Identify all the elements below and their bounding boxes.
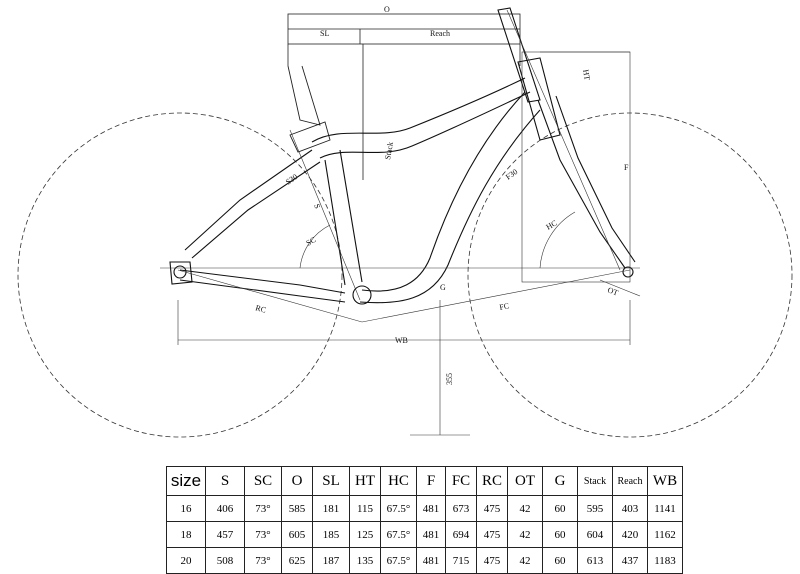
cell: 115 bbox=[349, 495, 381, 522]
cell: 475 bbox=[476, 495, 508, 522]
cell: 420 bbox=[612, 521, 648, 548]
label-rc: RC bbox=[254, 303, 267, 314]
label-ht: HT bbox=[581, 69, 592, 81]
cell: 585 bbox=[281, 495, 313, 522]
label-fc: FC bbox=[499, 301, 510, 312]
label-sc: SC bbox=[305, 235, 318, 248]
label-reach: Reach bbox=[430, 29, 450, 38]
header-rc: RC bbox=[476, 466, 508, 496]
label-hc: HC bbox=[545, 218, 559, 231]
cell: 475 bbox=[476, 521, 508, 548]
label-s: S bbox=[312, 203, 322, 210]
cell: 185 bbox=[312, 521, 350, 548]
cell: 604 bbox=[577, 521, 613, 548]
cell: 457 bbox=[205, 521, 245, 548]
cell: 60 bbox=[542, 495, 578, 522]
header-g: G bbox=[542, 466, 578, 496]
cell: 694 bbox=[445, 521, 477, 548]
header-wb: WB bbox=[647, 466, 683, 496]
cell: 125 bbox=[349, 521, 381, 548]
header-sc: SC bbox=[244, 466, 282, 496]
cell: 1141 bbox=[647, 495, 683, 522]
cell: 406 bbox=[205, 495, 245, 522]
frame-diagram-svg: O SL Reach HT Stack F F30 HC SC S S30 RC… bbox=[17, 5, 793, 438]
cell: 42 bbox=[507, 521, 543, 548]
frame-geometry-drawing: O SL Reach HT Stack F F30 HC SC S S30 RC… bbox=[17, 5, 793, 438]
geometry-table: size S SC O SL HT HC F FC RC OT G Stack … bbox=[166, 466, 683, 574]
cell: 1183 bbox=[647, 547, 683, 574]
label-ot: OT bbox=[606, 285, 619, 297]
cell: 73° bbox=[244, 495, 282, 522]
cell: 481 bbox=[416, 521, 446, 548]
cell: 20 bbox=[166, 547, 206, 574]
header-hc: HC bbox=[380, 466, 417, 496]
cell: 403 bbox=[612, 495, 648, 522]
rear-wheel bbox=[17, 112, 343, 438]
label-drop: 355 bbox=[445, 373, 454, 385]
top-dimension-box bbox=[287, 13, 521, 180]
cell: 187 bbox=[312, 547, 350, 574]
cell: 437 bbox=[612, 547, 648, 574]
cell: 42 bbox=[507, 495, 543, 522]
header-f: F bbox=[416, 466, 446, 496]
cell: 60 bbox=[542, 521, 578, 548]
label-o: O bbox=[384, 5, 390, 14]
cell: 67.5° bbox=[380, 547, 417, 574]
header-reach: Reach bbox=[612, 466, 648, 496]
table-row: 16 406 73° 585 181 115 67.5° 481 673 475… bbox=[166, 495, 683, 522]
header-s: S bbox=[205, 466, 245, 496]
table-row: 20 508 73° 625 187 135 67.5° 481 715 475… bbox=[166, 547, 683, 574]
cell: 135 bbox=[349, 547, 381, 574]
label-f30: F30 bbox=[504, 167, 519, 182]
cell: 673 bbox=[445, 495, 477, 522]
cell: 60 bbox=[542, 547, 578, 574]
cell: 625 bbox=[281, 547, 313, 574]
header-stack: Stack bbox=[577, 466, 613, 496]
header-o: O bbox=[281, 466, 313, 496]
label-f: F bbox=[624, 163, 629, 172]
cell: 67.5° bbox=[380, 495, 417, 522]
cell: 18 bbox=[166, 521, 206, 548]
cell: 595 bbox=[577, 495, 613, 522]
cell: 475 bbox=[476, 547, 508, 574]
label-sl: SL bbox=[320, 29, 329, 38]
cell: 181 bbox=[312, 495, 350, 522]
label-wb: WB bbox=[395, 336, 408, 345]
header-sl: SL bbox=[312, 466, 350, 496]
cell: 481 bbox=[416, 495, 446, 522]
table-row: 18 457 73° 605 185 125 67.5° 481 694 475… bbox=[166, 521, 683, 548]
label-stack: Stack bbox=[383, 141, 395, 160]
cell: 67.5° bbox=[380, 521, 417, 548]
header-fc: FC bbox=[445, 466, 477, 496]
header-size: size bbox=[166, 466, 206, 496]
table-header-row: size S SC O SL HT HC F FC RC OT G Stack … bbox=[166, 466, 683, 496]
cell: 16 bbox=[166, 495, 206, 522]
cell: 715 bbox=[445, 547, 477, 574]
cell: 42 bbox=[507, 547, 543, 574]
cell: 613 bbox=[577, 547, 613, 574]
header-ot: OT bbox=[507, 466, 543, 496]
cell: 605 bbox=[281, 521, 313, 548]
header-ht: HT bbox=[349, 466, 381, 496]
label-g: G bbox=[440, 283, 446, 292]
geometry-lines bbox=[160, 9, 641, 436]
cell: 73° bbox=[244, 547, 282, 574]
seat-area bbox=[287, 65, 331, 153]
frame-body bbox=[169, 7, 636, 305]
cell: 508 bbox=[205, 547, 245, 574]
cell: 481 bbox=[416, 547, 446, 574]
cell: 1162 bbox=[647, 521, 683, 548]
cell: 73° bbox=[244, 521, 282, 548]
